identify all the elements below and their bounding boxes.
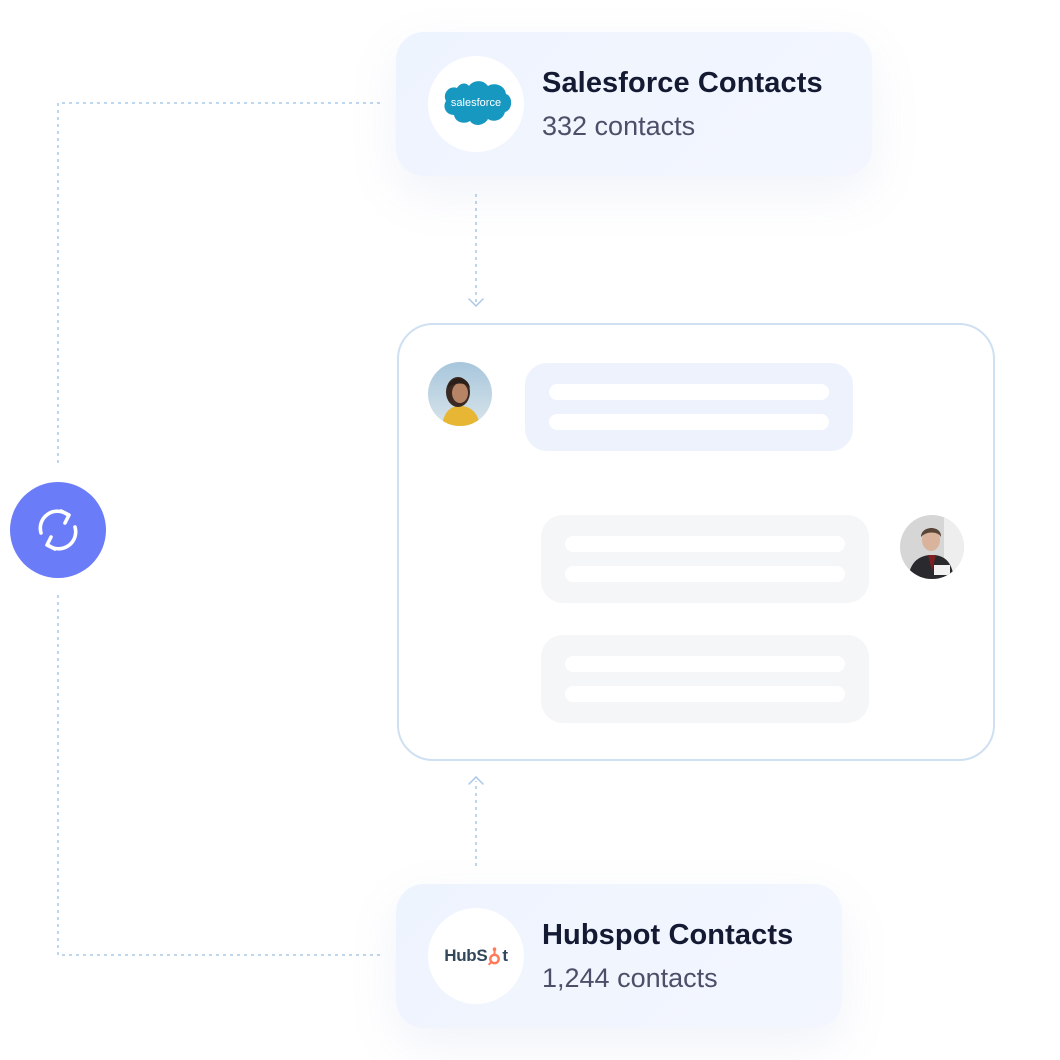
man-avatar-icon xyxy=(900,515,964,579)
outgoing-message-bubble xyxy=(541,635,869,723)
message-line xyxy=(565,536,845,552)
hubspot-card-title: Hubspot Contacts xyxy=(542,919,794,951)
hubspot-contacts-card[interactable]: HubS t Hubspot Contacts 1,244 contacts xyxy=(396,884,842,1028)
sync-icon xyxy=(38,509,78,551)
salesforce-cloud-icon: salesforce xyxy=(444,81,512,125)
hubspot-sprocket-icon xyxy=(488,946,501,966)
hubspot-logo: HubS t xyxy=(428,908,524,1004)
sync-button[interactable] xyxy=(10,482,106,578)
outgoing-message-bubble xyxy=(541,515,869,603)
incoming-message-bubble xyxy=(525,363,853,451)
message-line xyxy=(565,656,845,672)
sync-top-connector xyxy=(57,102,380,465)
arrow-up-icon xyxy=(468,775,484,785)
hubspot-contact-count: 1,244 contacts xyxy=(542,963,718,993)
salesforce-logo-text: salesforce xyxy=(451,97,501,109)
message-line xyxy=(565,686,845,702)
woman-avatar-icon xyxy=(428,362,492,426)
arrow-down-icon xyxy=(468,298,484,308)
salesforce-contacts-card[interactable]: salesforce Salesforce Contacts 332 conta… xyxy=(396,32,872,176)
message-line xyxy=(565,566,845,582)
salesforce-contact-count: 332 contacts xyxy=(542,111,696,141)
merged-contacts-panel xyxy=(397,323,995,761)
sync-bottom-connector xyxy=(57,595,380,956)
salesforce-card-title: Salesforce Contacts xyxy=(542,67,823,99)
salesforce-logo: salesforce xyxy=(428,56,524,152)
message-line xyxy=(549,384,829,400)
hubspot-logo-text: HubS t xyxy=(444,946,508,966)
message-line xyxy=(549,414,829,430)
